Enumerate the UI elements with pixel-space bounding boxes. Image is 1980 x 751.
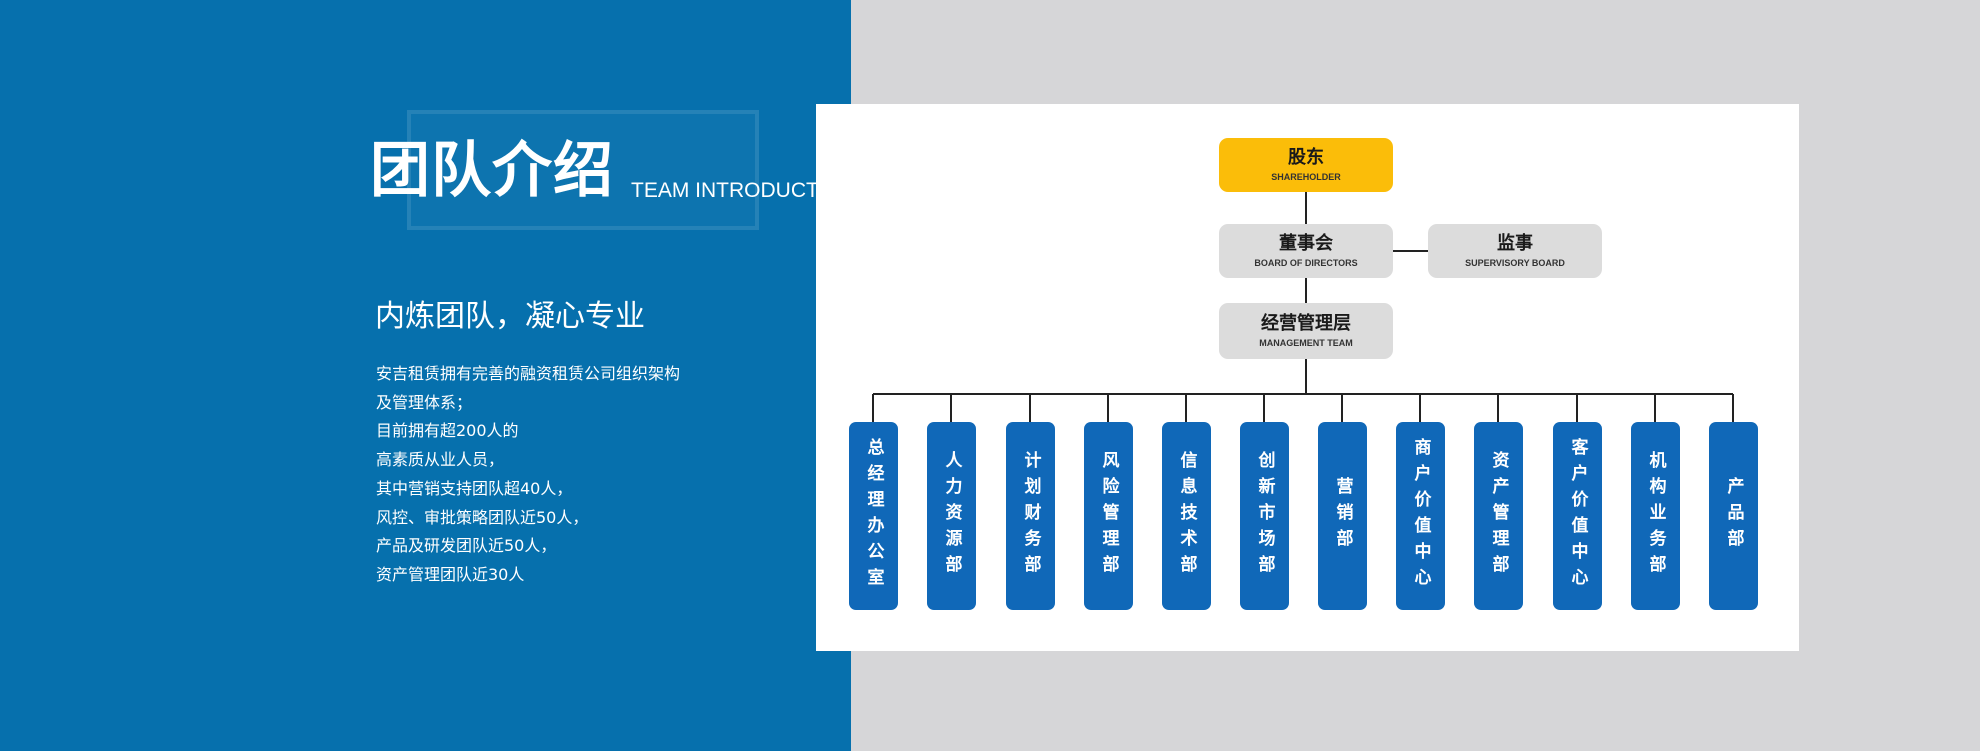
intro-subtitle: 内炼团队，凝心专业: [375, 299, 645, 334]
dept-label: 产品部: [1723, 477, 1744, 555]
dept-label: 总经理办公室: [863, 438, 884, 594]
dept-label: 风险管理部: [1098, 451, 1119, 581]
page-title: 团队介绍: [370, 136, 614, 206]
dept-node: 产品部: [1709, 422, 1758, 610]
node-management-team: 经营管理层 MANAGEMENT TEAM: [1219, 303, 1393, 359]
dept-label: 营销部: [1332, 477, 1353, 555]
description-line: 目前拥有超200人的: [376, 421, 519, 441]
dept-node: 计划财务部: [1006, 422, 1055, 610]
description-line: 高素质从业人员，: [376, 450, 505, 470]
node-label-cn: 董事会: [1279, 233, 1333, 254]
node-label-en: SUPERVISORY BOARD: [1465, 258, 1565, 268]
page-title-english: TEAM INTRODUCTION: [631, 179, 857, 202]
left-panel: [0, 0, 851, 751]
node-label-en: MANAGEMENT TEAM: [1259, 338, 1353, 348]
dept-node: 客户价值中心: [1553, 422, 1602, 610]
description-line: 其中营销支持团队超40人，: [376, 478, 573, 498]
description-line: 风控、审批策略团队近50人，: [376, 507, 589, 527]
dept-label: 人力资源部: [941, 451, 962, 581]
dept-label: 资产管理部: [1488, 451, 1509, 581]
org-chart-connectors: [872, 192, 1734, 422]
description-line: 及管理体系；: [376, 392, 473, 412]
dept-node: 人力资源部: [927, 422, 976, 610]
title-frame: [407, 110, 759, 230]
dept-node: 商户价值中心: [1396, 422, 1445, 610]
node-supervisory-board: 监事 SUPERVISORY BOARD: [1428, 224, 1602, 278]
node-label-cn: 经营管理层: [1261, 313, 1351, 334]
node-shareholder: 股东 SHAREHOLDER: [1219, 138, 1393, 192]
dept-node: 总经理办公室: [849, 422, 898, 610]
description-line: 安吉租赁拥有完善的融资租赁公司组织架构: [376, 364, 681, 383]
dept-node: 风险管理部: [1084, 422, 1133, 610]
intro-description: 安吉租赁拥有完善的融资租赁公司组织架构 及管理体系； 目前拥有超200人的 高素…: [376, 360, 776, 590]
dept-node: 机构业务部: [1631, 422, 1680, 610]
dept-node: 营销部: [1318, 422, 1367, 610]
dept-label: 计划财务部: [1020, 451, 1041, 581]
node-board-of-directors: 董事会 BOARD OF DIRECTORS: [1219, 224, 1393, 278]
dept-label: 信息技术部: [1176, 451, 1197, 581]
dept-node: 信息技术部: [1162, 422, 1211, 610]
description-line: 资产管理团队近30人: [376, 564, 525, 584]
dept-label: 客户价值中心: [1567, 438, 1588, 594]
node-label-en: BOARD OF DIRECTORS: [1254, 258, 1358, 268]
node-label-cn: 股东: [1288, 147, 1324, 168]
description-line: 产品及研发团队近50人，: [376, 536, 557, 556]
dept-label: 商户价值中心: [1410, 438, 1431, 594]
dept-node: 创新市场部: [1240, 422, 1289, 610]
org-chart: 股东 SHAREHOLDER 董事会 BOARD OF DIRECTORS 监事…: [816, 104, 1799, 651]
dept-label: 创新市场部: [1254, 451, 1275, 581]
node-label-en: SHAREHOLDER: [1271, 172, 1341, 182]
node-label-cn: 监事: [1497, 233, 1533, 254]
dept-node: 资产管理部: [1474, 422, 1523, 610]
dept-label: 机构业务部: [1645, 451, 1666, 581]
